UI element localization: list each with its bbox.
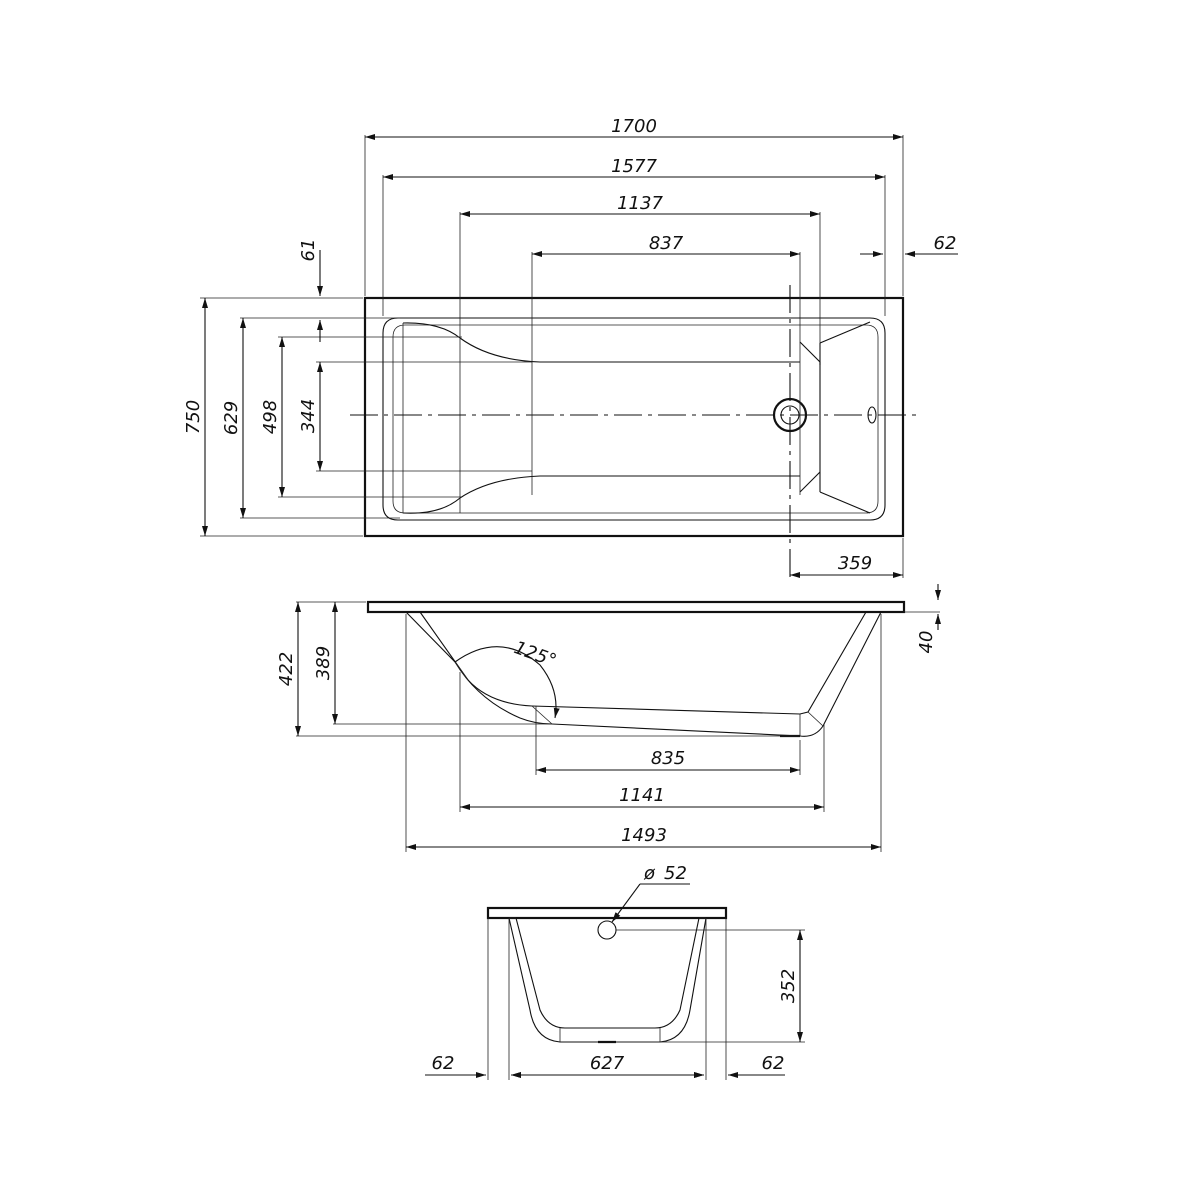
dim-61: 61 [298,239,319,262]
overflow-circle [597,920,617,940]
overflow-hole [867,406,877,424]
tub-inner-basin [382,317,886,521]
end-rim [486,906,728,920]
dim-837: 837 [649,233,684,254]
side-view: 125° 422 389 40 835 1141 1493 [276,584,941,852]
diameter-symbol: ø [643,863,656,884]
dim-62-right: 62 [762,1053,785,1074]
tub-floor-top-edge [402,322,800,363]
side-tub-inner-profile [419,611,867,715]
dim-359: 359 [838,553,872,574]
dim-629: 629 [221,401,242,435]
dim-389: 389 [313,646,334,680]
end-tub-outer [508,917,707,1043]
dim-498: 498 [260,400,281,434]
tub-inner-offset [392,324,879,514]
end-tub-inner [515,917,700,1029]
dim-422: 422 [276,652,297,686]
dim-1137: 1137 [617,193,663,214]
dim-62-top: 62 [934,233,957,254]
dim-627: 627 [590,1053,625,1074]
diameter-52: 52 [664,863,687,884]
side-tub-outer-profile [405,611,882,737]
angle-arc [454,646,560,719]
dim-40: 40 [916,631,937,654]
dim-1700: 1700 [611,116,657,137]
top-view: 1700 1577 1137 837 62 750 629 498 344 [183,116,958,580]
angle-125: 125° [511,637,559,672]
diameter-leader [611,883,641,923]
side-rim [366,600,906,614]
dim-1577: 1577 [611,156,657,177]
dim-344: 344 [298,399,319,433]
dim-352: 352 [778,969,799,1003]
tub-outer-rim [363,296,905,538]
tub-floor-right-top [799,321,871,365]
end-view: ø 52 352 62 627 62 [425,863,805,1080]
dim-750: 750 [183,400,204,434]
tub-floor-bottom-edge [402,475,800,514]
dim-1493: 1493 [621,825,667,846]
dim-1141: 1141 [619,785,665,806]
dim-62-left: 62 [432,1053,455,1074]
tub-floor-right-bottom [799,471,871,514]
dim-835: 835 [651,748,685,769]
